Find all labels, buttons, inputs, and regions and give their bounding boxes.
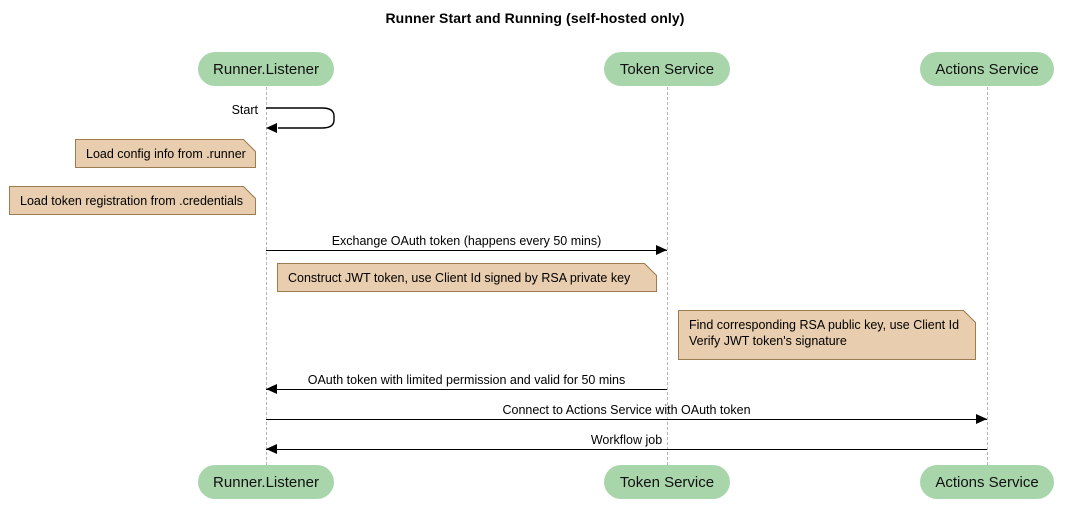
message-connect-actions-line <box>266 419 987 420</box>
note-fold-line-icon <box>644 263 657 276</box>
self-message-start-loop <box>266 107 335 129</box>
participant-runner-listener-bottom[interactable]: Runner.Listener <box>198 465 334 499</box>
note-text-line-1: Find corresponding RSA public key, use C… <box>689 318 960 332</box>
message-oauth-token-arrowhead <box>266 384 277 394</box>
note-fold-line-icon <box>243 139 256 152</box>
note-verify-jwt: Find corresponding RSA public key, use C… <box>678 310 976 360</box>
message-oauth-token-label: OAuth token with limited permission and … <box>307 373 626 387</box>
note-text: Construct JWT token, use Client Id signe… <box>288 271 631 285</box>
participant-token-service-bottom[interactable]: Token Service <box>604 465 730 499</box>
lifeline-token-service <box>667 87 668 465</box>
message-exchange-oauth-arrowhead <box>656 245 667 255</box>
note-text: Load token registration from .credential… <box>20 194 244 208</box>
self-message-start-arrowhead <box>266 123 277 133</box>
message-workflow-job-label: Workflow job <box>590 433 663 447</box>
lifeline-runner-listener <box>266 87 267 465</box>
message-exchange-oauth-label: Exchange OAuth token (happens every 50 m… <box>331 234 602 248</box>
note-load-token-registration: Load token registration from .credential… <box>9 186 256 215</box>
participant-actions-service-top[interactable]: Actions Service <box>920 52 1054 86</box>
participant-token-service-top[interactable]: Token Service <box>604 52 730 86</box>
note-text: Load config info from .runner <box>86 147 246 161</box>
message-workflow-job-arrowhead <box>266 444 277 454</box>
participant-runner-listener-top[interactable]: Runner.Listener <box>198 52 334 86</box>
self-message-start-label: Start <box>231 103 258 117</box>
note-fold-line-icon <box>963 310 976 323</box>
lifeline-actions-service <box>987 87 988 465</box>
page-title: Runner Start and Running (self-hosted on… <box>385 10 685 26</box>
message-oauth-token-line <box>266 389 667 390</box>
note-construct-jwt: Construct JWT token, use Client Id signe… <box>277 263 657 292</box>
message-connect-actions-label: Connect to Actions Service with OAuth to… <box>502 403 751 417</box>
message-exchange-oauth-line <box>266 250 667 251</box>
message-connect-actions-arrowhead <box>976 414 987 424</box>
note-fold-line-icon <box>243 186 256 199</box>
note-load-config: Load config info from .runner <box>75 139 256 168</box>
note-text-line-2: Verify JWT token's signature <box>689 334 847 348</box>
participant-actions-service-bottom[interactable]: Actions Service <box>920 465 1054 499</box>
message-workflow-job-line <box>266 449 987 450</box>
